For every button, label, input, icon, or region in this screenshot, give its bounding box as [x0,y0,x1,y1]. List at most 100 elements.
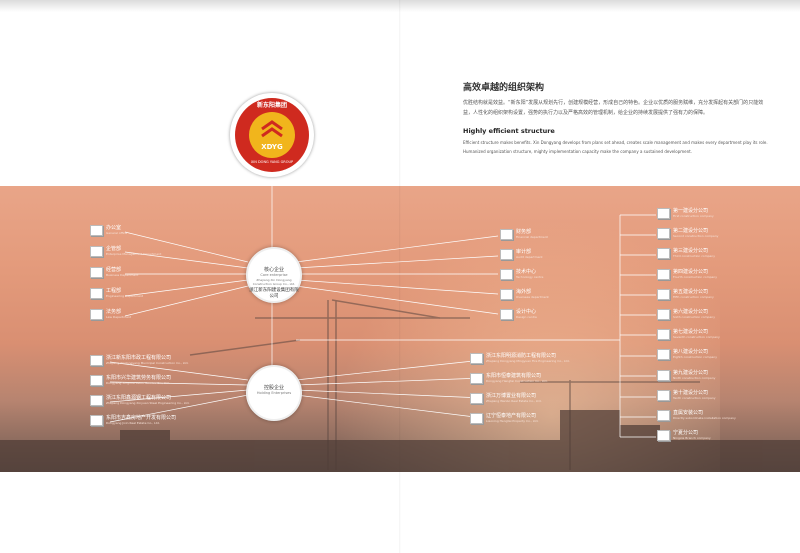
intro-paragraph-cn: 优胜结构就是效益。“新东阳”发展从规划先行，创建规模经营，形成自己的特色。企业以… [463,100,764,116]
page-fold [399,0,401,553]
branch-node-label: 第二建设分公司 [673,228,709,235]
core-hub-company-en: Zhejiang Xin Dongyang Construction Group… [252,278,296,286]
branch-node-label: 直属安装公司 [673,410,704,416]
org-box-icon [90,375,103,386]
org-box-icon [470,393,483,404]
dept-node-label-en: Engineering Department [106,294,144,298]
holding-hub-title-en: Holding Enterprises [256,391,292,395]
branch-node-label: 第八建设分公司 [673,349,709,356]
org-box-icon [657,268,670,280]
branch-node-label: 第四建设分公司 [673,268,709,275]
dept-node-label: 设计中心 [516,309,537,315]
section-title-cn: 高效卓越的组织架构 [463,83,545,93]
branch-node-label-en: Eighth construction company [673,355,718,360]
holding-enterprise-hub: 控股企业 Holding Enterprises [246,365,302,421]
section-title-en: Highly efficient structure [463,127,555,135]
org-box-icon [90,225,103,236]
logo-wordmark: XDYG [261,143,283,151]
dept-node-label-en: Audit department [516,255,543,259]
dept-node-label-en: Enterprise Management Department [106,252,162,256]
org-box-icon [657,329,670,341]
dept-node-label-en: Law Department [106,315,132,319]
org-box-icon [500,249,513,260]
branch-node-label: 第七建设分公司 [673,329,709,336]
core-hub-title: 核心企业 [263,267,284,273]
org-box-icon [500,229,513,240]
holding-node-label: 浙江新东阳市政工程有限公司 [106,355,172,361]
branch-node-label: 宁夏分公司 [673,430,699,437]
holding-node-label: 浙江东阳鑫源钢工程有限公司 [106,395,172,401]
dept-node-label: 工程部 [106,288,122,294]
core-hub-title-en: Core enterprise [260,273,288,277]
group-logo: XDYG 新东阳集团 XIN DONG YANG GROUP [230,93,314,177]
branch-node-label-en: First construction company [673,214,714,218]
org-box-icon [90,288,103,299]
logo-gold-center [249,112,295,158]
org-box-icon [657,430,670,442]
branch-node-label-en: Sixth construction company [673,315,715,319]
dept-node-label-en: Overseas department [516,295,549,299]
org-box-icon [90,267,103,278]
org-box-icon [90,246,103,257]
dept-node-label: 技术中心 [516,269,537,275]
org-box-icon [90,415,103,426]
org-box-icon [500,289,513,300]
org-box-icon [657,389,670,401]
branch-node-label: 第五建设分公司 [673,288,709,295]
dept-node-label: 审计部 [516,249,532,255]
holding-node-label: 东阳市兴华建筑劳务有限公司 [106,375,172,381]
logo-arc-en: XIN DONG YANG GROUP [250,160,294,164]
top-shadow [0,0,800,12]
dept-node-label-en: General office [106,231,128,235]
dept-node-label: 办公室 [106,225,122,231]
org-box-icon [470,373,483,384]
holding-node-label-en: Zhejiang Dongyang Mingyuan Fire Engineer… [486,359,570,363]
holding-node-label-en: Liaoning Hengtai Property Co., Ltd. [486,419,539,423]
holding-node-label-en: Zhejiang Dongyang Xinyuan Steel Engineer… [106,401,190,405]
intro-paragraph-en: Efficient structure makes benefits. Xin … [463,140,768,154]
holding-node-label: 东阳市吉鑫房地产开发有限公司 [106,415,177,421]
holding-node-label-en: Zhejiang Xindongyang Municipal Construct… [106,361,189,365]
org-box-icon [657,369,670,381]
dept-node-label: 海外部 [516,289,532,295]
branch-node-label-en: Ningxia Branch company [673,436,711,441]
holding-node-label-en: Zhejiang Wanbo Real Estate Co., Ltd. [486,399,542,403]
dept-node-label-en: Design centre [516,315,537,319]
branch-node-label-en: Second construction company [673,234,719,239]
org-box-icon [90,355,103,366]
branch-node-label-en: Tenth construction company [673,395,716,400]
dept-node-label-en: Financial department [516,235,548,239]
dept-node-label-en: Technology centre [516,275,544,279]
branch-node-label-en: Ninth construction company [673,375,716,380]
org-box-icon [90,395,103,406]
branch-node-label-en: Seventh construction company [673,335,720,340]
dept-node-label: 经营部 [106,267,122,273]
core-hub-company: 浙江新东阳建设集团有限公司 [249,288,299,299]
branch-node-label-en: Fourth construction company [673,274,718,279]
org-box-icon [657,349,670,361]
holding-hub-title: 控股企业 [263,385,284,391]
branch-node-label-en: Third construction company [673,254,716,259]
branch-node-label: 第十建设分公司 [673,389,709,396]
holding-node-label: 辽宁恒泰地产有限公司 [486,413,537,419]
logo-arc-cn: 新东阳集团 [256,102,287,109]
org-box-icon [90,309,103,320]
org-box-icon [657,309,670,320]
org-box-icon [657,228,670,240]
holding-node-label-en: Dongyang Jixin Real Estate Co., Ltd. [106,421,160,425]
dept-node-label: 财务部 [516,229,532,235]
org-box-icon [657,410,670,421]
dept-node-label-en: Business Department [106,273,139,277]
dept-node-label: 法务部 [106,309,122,315]
org-box-icon [657,288,670,300]
org-box-icon [470,413,483,424]
branch-node-label: 第一建设分公司 [673,208,709,214]
holding-node-label-en: Dongyang Hengtai Construction Co., Ltd. [486,379,548,383]
holding-node-label: 东阳市恒泰建筑有限公司 [486,373,542,379]
holding-node-label: 浙江东阳明源消防工程有限公司 [486,353,557,359]
chevron-emblem-icon [261,120,283,138]
org-box-icon [500,309,513,320]
